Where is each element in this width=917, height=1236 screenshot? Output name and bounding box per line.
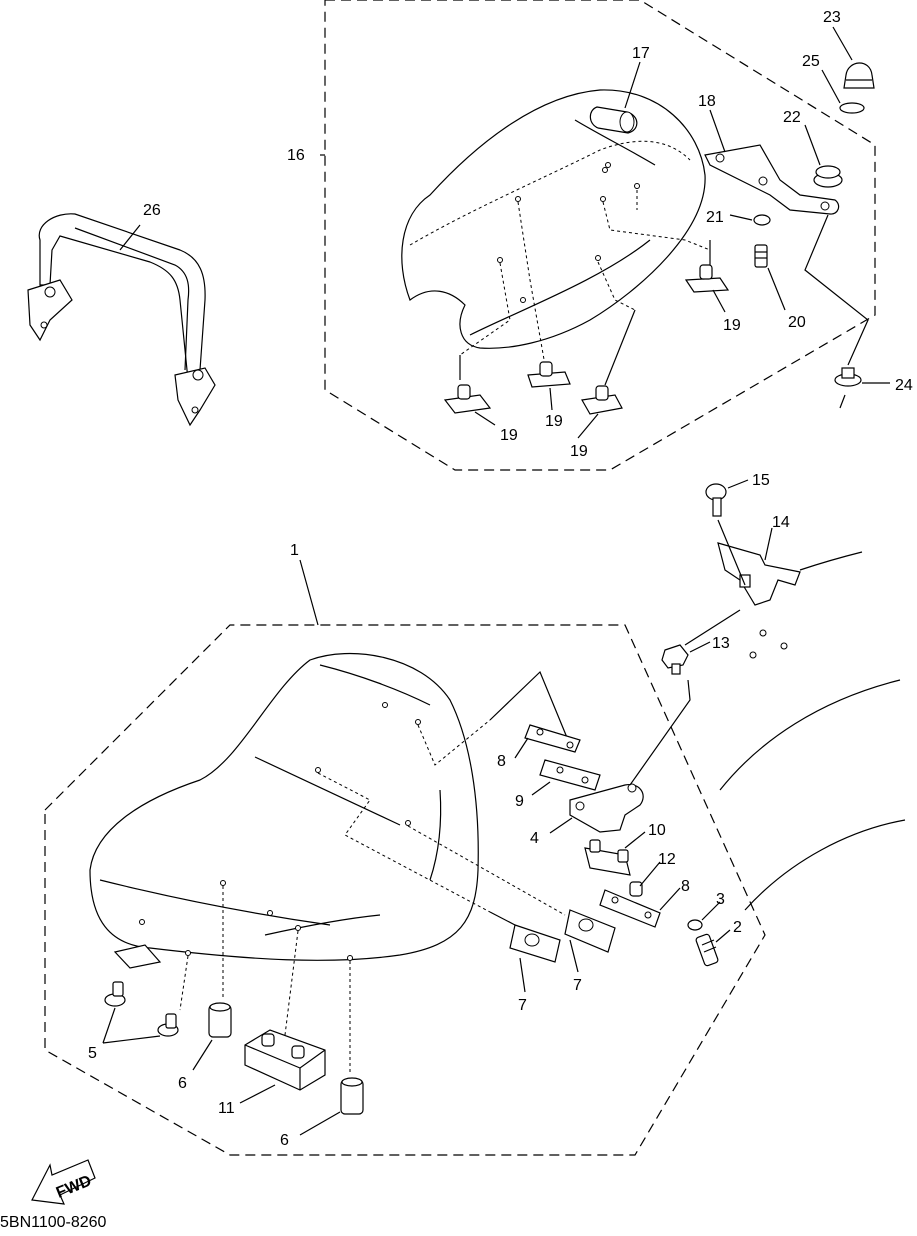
group-boundary-lower	[44, 624, 766, 1156]
bolt-15	[705, 483, 727, 517]
callout-17: 17	[632, 45, 650, 62]
cap-nut-23	[843, 62, 875, 89]
frame-bracket-group	[629, 483, 906, 911]
passenger-seat	[401, 89, 706, 349]
clip-10	[584, 839, 631, 876]
callout-18: 18	[698, 93, 716, 110]
callout-20: 20	[788, 314, 806, 331]
damper-block-11	[244, 1029, 326, 1091]
callout-6a: 6	[178, 1075, 187, 1092]
callout-11: 11	[218, 1100, 235, 1117]
plate-9	[539, 759, 601, 791]
grab-bar	[27, 213, 216, 427]
callout-8a: 8	[497, 753, 506, 770]
damper-5a	[104, 981, 126, 1007]
group-boundary-upper	[324, 0, 876, 471]
callout-19a: 19	[500, 427, 518, 444]
callout-1: 1	[290, 542, 299, 559]
callout-15: 15	[752, 472, 770, 489]
callout-4: 4	[530, 830, 539, 847]
callout-25: 25	[802, 53, 820, 70]
callout-9: 9	[515, 793, 524, 810]
callout-26: 26	[143, 202, 161, 219]
damper-5b	[157, 1013, 179, 1037]
grommet-22	[813, 165, 843, 188]
bolt-20	[754, 244, 768, 268]
spacer-6a	[208, 1002, 232, 1038]
rear-bracket	[704, 144, 840, 215]
callout-12: 12	[658, 851, 676, 868]
seat-clip-19c	[581, 385, 623, 415]
callout-3: 3	[716, 891, 725, 908]
clip-7b	[564, 909, 616, 953]
callout-7b: 7	[573, 977, 582, 994]
callout-24: 24	[895, 377, 913, 394]
rider-seat-group	[44, 624, 766, 1156]
passenger-seat-group	[324, 0, 876, 471]
callout-19c: 19	[570, 443, 588, 460]
bolt-2	[695, 933, 719, 967]
rider-seat	[89, 652, 479, 961]
spacer-6b	[340, 1077, 364, 1115]
washer-25	[839, 102, 865, 114]
callout-21: 21	[706, 209, 724, 226]
callout-2: 2	[733, 919, 742, 936]
callout-7a: 7	[518, 997, 527, 1014]
collar-12	[629, 881, 643, 897]
seat-clip-19d	[684, 264, 730, 293]
washer-21	[753, 214, 771, 226]
callout-22: 22	[783, 109, 801, 126]
callout-5: 5	[88, 1045, 97, 1062]
bolt-13	[661, 644, 689, 675]
diagram-code: 5BN1100-8260	[0, 1214, 107, 1231]
callout-leaders	[102, 26, 890, 1136]
nut-24	[834, 367, 862, 387]
bracket-4	[569, 783, 644, 833]
seat-clip-19b	[527, 361, 571, 388]
callout-10: 10	[648, 822, 666, 839]
plate-8b	[599, 889, 661, 928]
callout-19b: 19	[545, 413, 563, 430]
plate-8a	[524, 724, 581, 753]
callout-23: 23	[823, 9, 841, 26]
callout-labels: 1 2 3 4 5 6 6 7 7 8 8 9 10 11 12 13 14 1…	[88, 9, 913, 1149]
callout-8b: 8	[681, 878, 690, 895]
seat-strap	[589, 106, 638, 134]
callout-16: 16	[287, 147, 305, 164]
callout-14: 14	[772, 514, 790, 531]
seat-clip-19a	[443, 384, 492, 414]
fwd-arrow-icon: FWD	[31, 1159, 96, 1205]
washer-3	[687, 919, 703, 931]
mount-bracket-14	[717, 542, 801, 606]
clip-7a	[509, 924, 561, 963]
callout-19d: 19	[723, 317, 741, 334]
callout-13: 13	[712, 635, 730, 652]
callout-6b: 6	[280, 1132, 289, 1149]
